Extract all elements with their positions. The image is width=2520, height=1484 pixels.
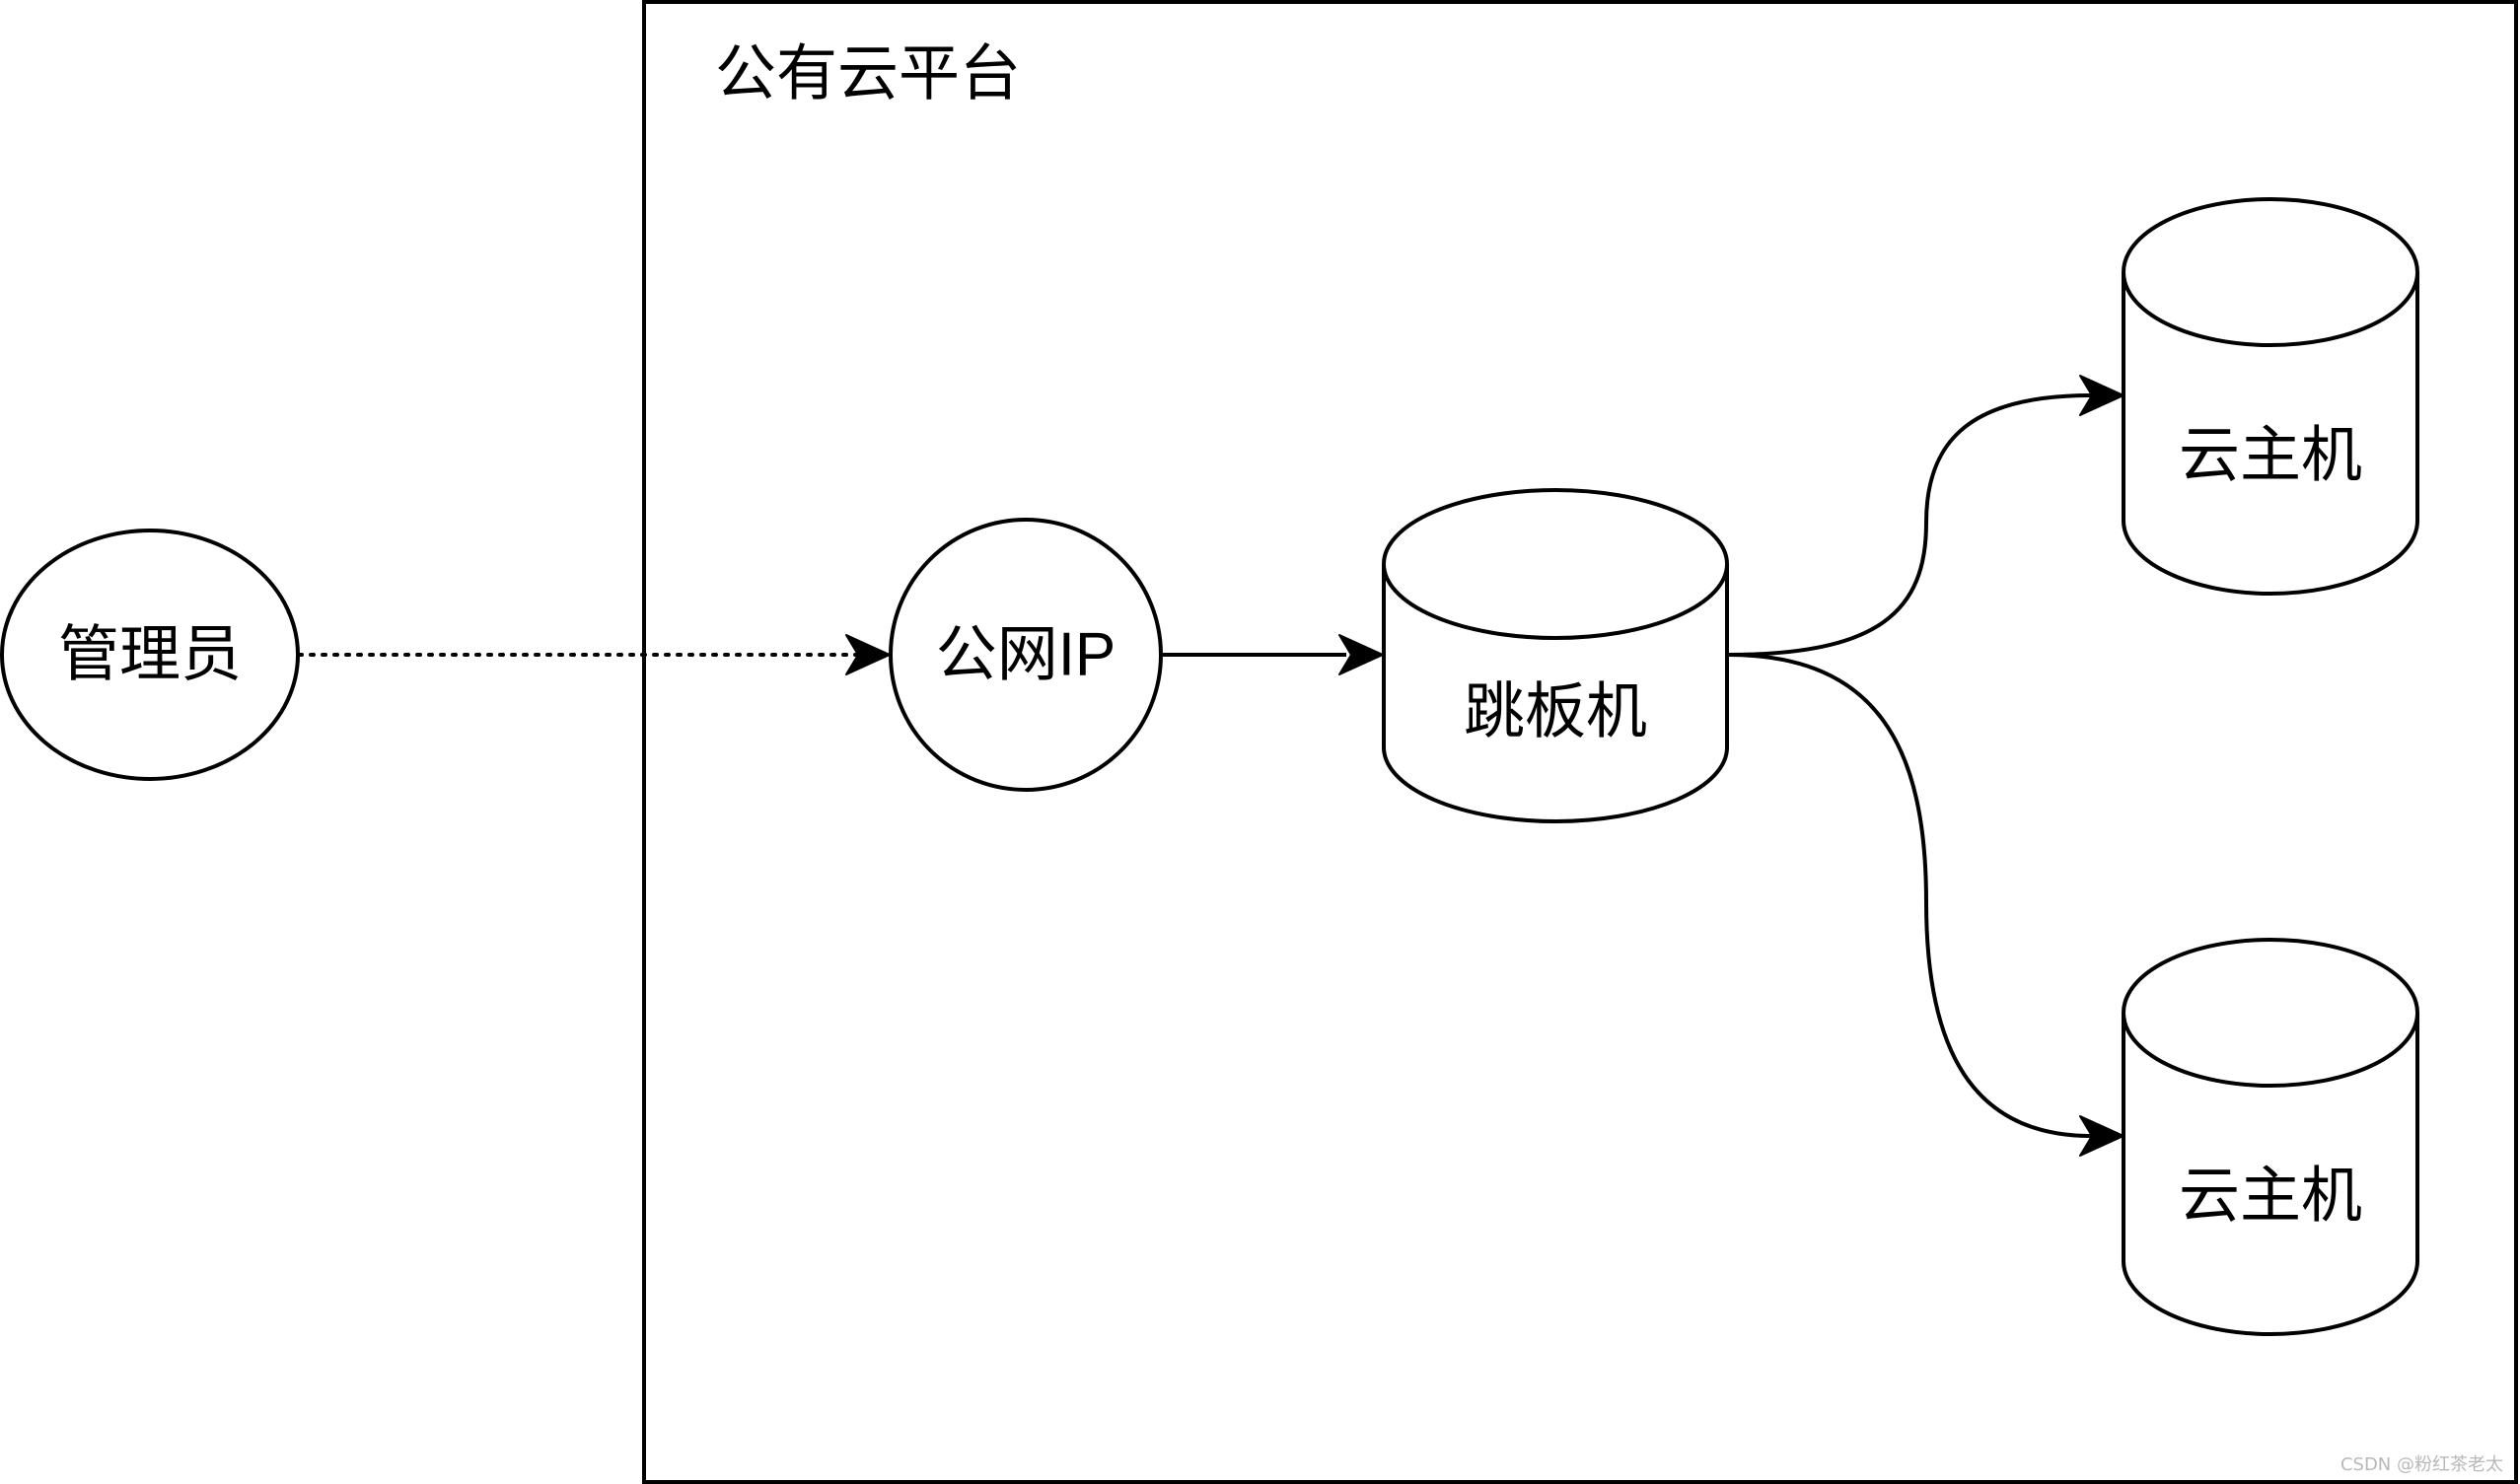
edge-public-ip-to-bastion: [1161, 634, 1384, 675]
container-title: 公有云平台: [715, 40, 1021, 108]
arrowhead: [845, 634, 891, 675]
edge-line: [1727, 653, 2092, 1138]
edge-line: [1727, 393, 2092, 657]
edge-bastion-to-vm1: [1727, 375, 2124, 657]
arrowhead: [1338, 634, 1384, 675]
cylinder-top: [1382, 488, 1729, 640]
circle-shape: [889, 518, 1163, 792]
watermark-text: CSDN @粉红茶老太: [2340, 1454, 2503, 1475]
node-vm1: 云主机: [2122, 197, 2419, 596]
node-label: 跳板机: [1464, 678, 1647, 746]
cylinder-body: [2122, 272, 2419, 596]
node-label: 云主机: [2179, 1163, 2362, 1231]
arrowhead: [2079, 1115, 2124, 1157]
edge-bastion-to-vm2: [1727, 653, 2124, 1157]
ellipse-shape: [0, 529, 300, 781]
edges: [297, 375, 2124, 1157]
cylinder-top: [2122, 197, 2419, 347]
node-label: 管理员: [58, 621, 242, 689]
node-label: 公网IP: [936, 621, 1116, 689]
node-bastion: 跳板机: [1382, 488, 1729, 823]
edge-admin-to-public-ip: [297, 634, 891, 675]
node-public-ip: 公网IP: [889, 518, 1163, 792]
cylinder-body: [2122, 1013, 2419, 1336]
node-label: 云主机: [2179, 422, 2362, 490]
cylinder-top: [2122, 938, 2419, 1088]
node-admin: 管理员: [0, 529, 300, 781]
node-vm2: 云主机: [2122, 938, 2419, 1336]
arrowhead: [2079, 375, 2124, 416]
